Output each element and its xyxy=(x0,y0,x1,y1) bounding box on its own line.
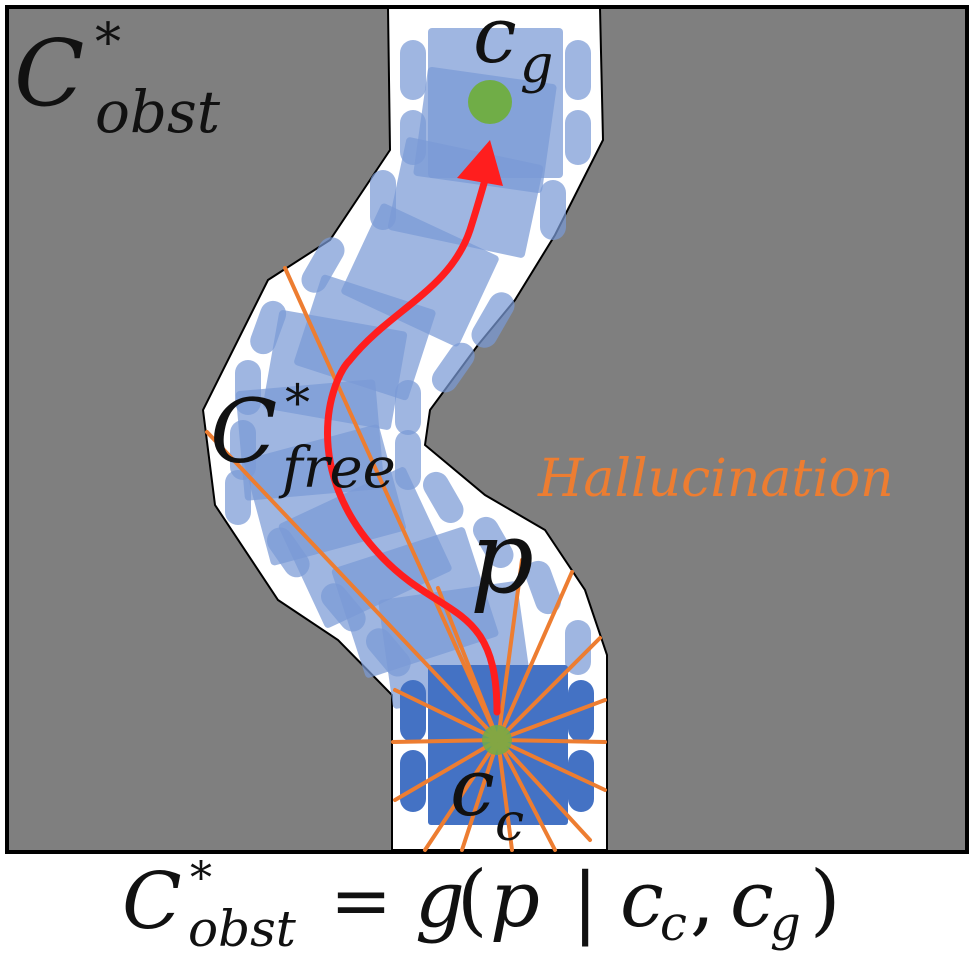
eq-lhs-star: * xyxy=(190,853,212,904)
goal-label-sub: g xyxy=(520,35,553,95)
obstacle-label-C: C xyxy=(14,20,84,127)
equation: C * obst = g ( p | c c , c g ) xyxy=(122,853,840,958)
eq-comma: , xyxy=(690,855,715,945)
free-label-sub: free xyxy=(278,436,396,501)
eq-close: ) xyxy=(810,855,840,945)
free-label-star: * xyxy=(285,374,310,432)
eq-lhs-sub: obst xyxy=(188,900,297,958)
free-label-C: C xyxy=(210,380,277,483)
eq-lhs-C: C xyxy=(122,857,182,947)
goal-point xyxy=(468,80,512,124)
eq-equals: = xyxy=(330,858,392,944)
path-arrowhead xyxy=(457,140,503,186)
obstacle-label-sub: obst xyxy=(95,78,221,146)
path-label-p: p xyxy=(470,499,534,616)
hallucination-label: Hallucination xyxy=(537,449,894,509)
eq-open: ( xyxy=(457,855,487,945)
eq-bar: | xyxy=(572,857,598,947)
current-point xyxy=(482,725,512,755)
current-label-c: c xyxy=(450,741,495,834)
eq-func: g xyxy=(415,855,465,945)
eq-c2-sub: g xyxy=(770,896,801,952)
eq-c1-sub: c xyxy=(660,896,687,952)
hallucination-rays xyxy=(205,266,607,852)
eq-c1: c xyxy=(620,855,664,945)
current-label-sub: c xyxy=(495,793,524,853)
eq-c2: c xyxy=(730,855,774,945)
goal-label-c: c xyxy=(473,0,517,81)
obstacle-label-star: * xyxy=(95,13,121,73)
planned-path xyxy=(324,176,501,716)
eq-p: p xyxy=(490,855,540,945)
